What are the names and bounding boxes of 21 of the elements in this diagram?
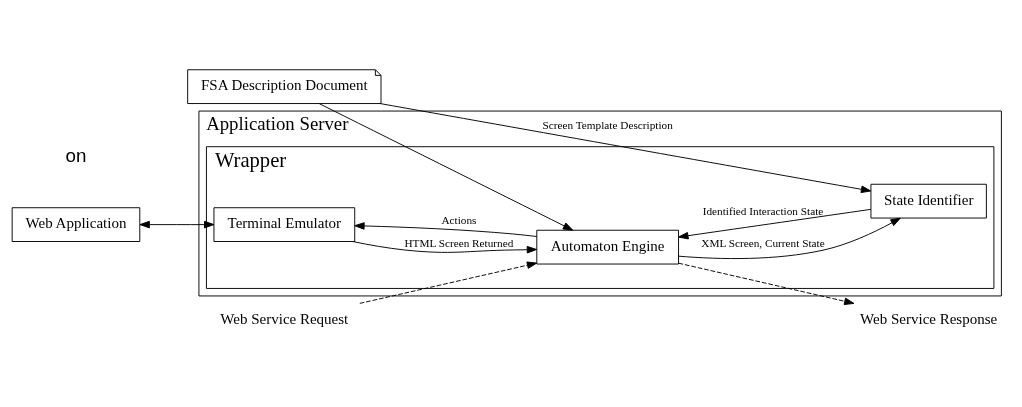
arrow (678, 262, 855, 305)
node-text: Web Service Response (860, 310, 998, 327)
edge-label: HTML Screen Returned (404, 236, 514, 249)
label: on (65, 144, 87, 166)
node-text: Web Service Request (220, 310, 349, 327)
arrow (678, 208, 872, 240)
arrow (352, 241, 538, 254)
arrow (359, 261, 538, 304)
node-box: Web Application (11, 207, 141, 242)
arrow (379, 103, 872, 194)
arrow (354, 222, 538, 237)
node-box: State Identifier (870, 183, 987, 219)
node-box: Automaton Engine (536, 229, 679, 265)
edge-label: Identified Interaction State (702, 204, 824, 217)
edge-label: Actions (441, 214, 477, 227)
node-box: Terminal Emulator (213, 207, 356, 242)
arrow (318, 103, 574, 231)
edge-label: XML Screen, Current State (701, 236, 825, 249)
arrow (678, 217, 901, 260)
arrow (139, 220, 215, 229)
edge-label: Screen Template Description (542, 119, 673, 132)
